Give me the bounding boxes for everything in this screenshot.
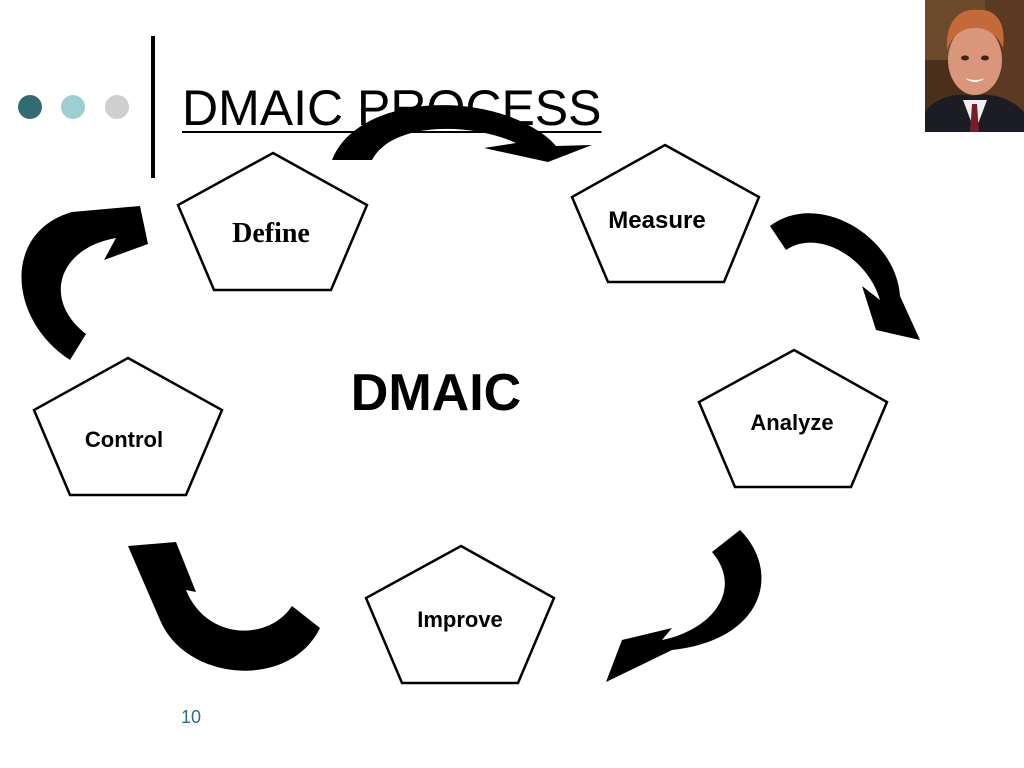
analyze-pentagon[interactable] [697, 348, 889, 489]
center-label: DMAIC [351, 364, 521, 422]
analyze-label: Analyze [750, 410, 833, 435]
portrait-photo [925, 0, 1024, 132]
control-pentagon[interactable] [32, 356, 224, 497]
curved-arrow-icon [21, 206, 148, 360]
page-number: 10 [181, 707, 202, 727]
decor-dot-dark [18, 95, 42, 119]
decor-dot-light [105, 95, 129, 119]
curved-arrow-icon [128, 542, 320, 671]
define-label: Define [232, 218, 310, 249]
curved-arrow-icon [606, 530, 762, 682]
slide-title: DMAIC PROCESS [182, 80, 602, 136]
improve-label: Improve [417, 607, 503, 632]
define-pentagon[interactable] [176, 151, 369, 292]
title-divider [151, 36, 155, 178]
measure-pentagon[interactable] [570, 143, 761, 284]
decor-dot-mid [61, 95, 85, 119]
measure-label: Measure [608, 207, 705, 234]
control-label: Control [85, 427, 163, 452]
curved-arrow-icon [770, 213, 920, 340]
improve-pentagon[interactable] [364, 544, 556, 685]
curved-arrow-icon [332, 105, 592, 162]
